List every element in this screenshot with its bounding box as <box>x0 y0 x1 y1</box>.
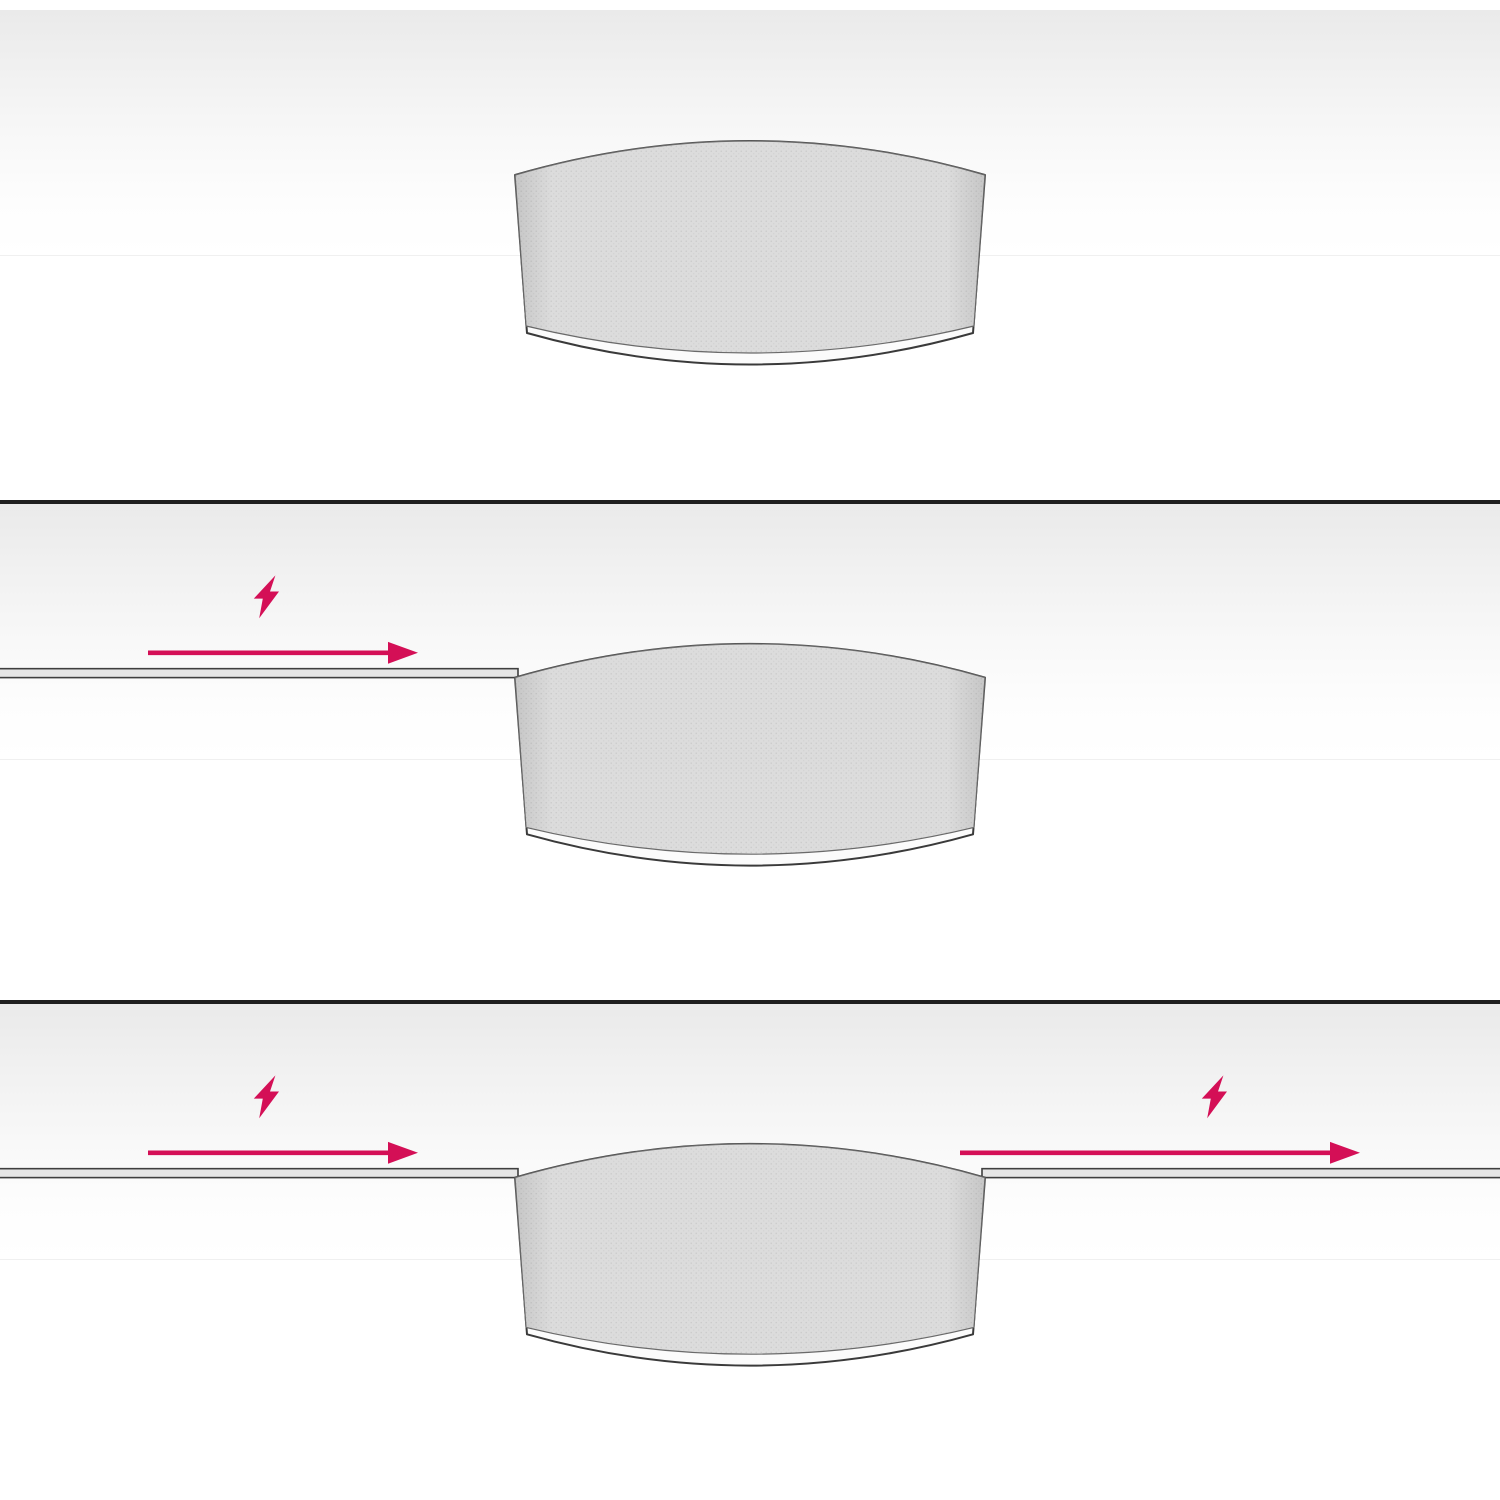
lamp-illustration <box>0 1075 1500 1367</box>
lightning-bolt-icon <box>253 1075 279 1119</box>
drum-lampshade <box>514 1142 986 1367</box>
current-direction-arrow-right <box>960 1141 1360 1164</box>
lightning-bolt-icon <box>1201 1075 1227 1119</box>
power-cable-right <box>981 1167 1500 1179</box>
lightning-bolt-icon <box>253 575 279 619</box>
power-cable-left <box>0 667 519 679</box>
panel-lamp-cable-in-left <box>0 504 1500 1000</box>
panel-lamp-no-cable <box>0 0 1500 500</box>
current-direction-arrow-left <box>148 1141 418 1164</box>
drum-lampshade <box>514 642 986 867</box>
panel-lamp-cable-pass-through <box>0 1004 1500 1500</box>
panel-divider <box>0 500 1500 504</box>
lamp-illustration <box>0 575 986 867</box>
power-cable-left <box>0 1167 519 1179</box>
drum-lampshade <box>514 140 986 366</box>
lamp-illustration <box>514 140 986 366</box>
current-direction-arrow-left <box>148 641 418 664</box>
panel-divider <box>0 1000 1500 1004</box>
